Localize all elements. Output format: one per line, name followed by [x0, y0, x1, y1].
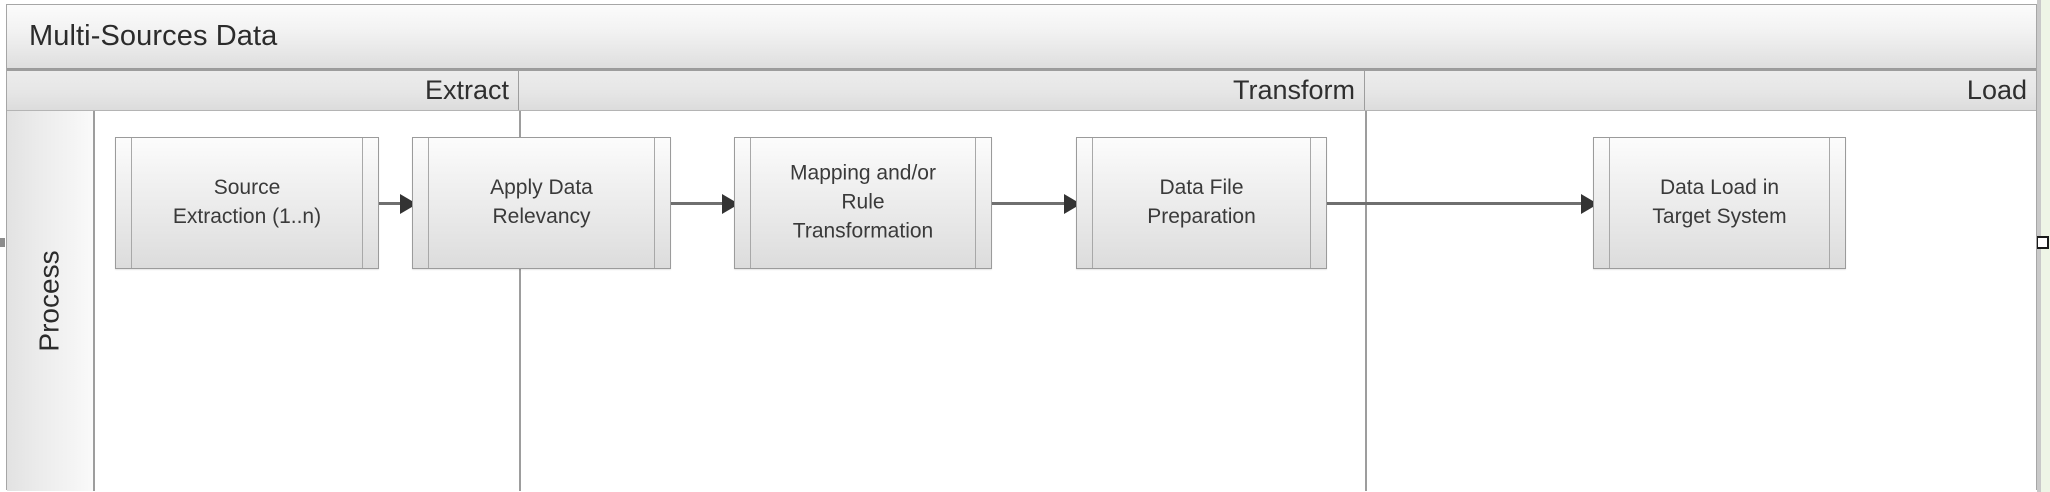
phase-label-extract: Extract [424, 75, 509, 105]
phase-header-extract[interactable]: Extract [7, 71, 519, 110]
lane-title-text: Process [34, 250, 65, 352]
process-bar-left [1092, 138, 1093, 268]
process-bar-right [1310, 138, 1311, 268]
process-bar-right [654, 138, 655, 268]
phase-divider-transform-load [1365, 111, 1367, 491]
node-label-data-file-preparation: Data File Preparation [1147, 176, 1256, 228]
connector-source-to-relevancy [379, 202, 415, 205]
node-source-extraction[interactable]: Source Extraction (1..n) [115, 137, 379, 269]
connector-relevancy-to-mapping [671, 202, 737, 205]
swimlane-pool: Multi-Sources Data Extract Transform Loa… [6, 4, 2037, 491]
node-apply-data-relevancy[interactable]: Apply Data Relevancy [412, 137, 671, 269]
phase-divider-extract-transform [519, 111, 521, 491]
process-bar-left [131, 138, 132, 268]
phase-header-load[interactable]: Load [1365, 71, 2036, 110]
process-bar-right [975, 138, 976, 268]
connector-mapping-to-preparation [992, 202, 1079, 205]
process-bar-left [428, 138, 429, 268]
pool-title-text: Multi-Sources Data [29, 20, 278, 52]
node-data-load-target-system[interactable]: Data Load in Target System [1593, 137, 1846, 269]
node-mapping-rule-transformation[interactable]: Mapping and/or Rule Transformation [734, 137, 992, 269]
node-data-file-preparation[interactable]: Data File Preparation [1076, 137, 1327, 269]
node-label-mapping-rule-transformation: Mapping and/or Rule Transformation [790, 161, 936, 243]
process-bar-left [750, 138, 751, 268]
connector-preparation-to-load [1327, 202, 1596, 205]
selection-handle-right[interactable] [2036, 236, 2049, 249]
process-bar-right [1829, 138, 1830, 268]
phase-header-transform[interactable]: Transform [519, 71, 1365, 110]
process-bar-right [362, 138, 363, 268]
node-label-data-load-target-system: Data Load in Target System [1652, 176, 1787, 228]
lane-process: Process Source Extraction (1..n) Apply D… [7, 111, 2036, 491]
lane-title-band[interactable]: Process [7, 111, 95, 491]
phase-header-strip: Extract Transform Load [7, 69, 2036, 111]
phase-label-transform: Transform [1232, 75, 1355, 105]
node-label-source-extraction: Source Extraction (1..n) [172, 176, 322, 228]
process-bar-left [1609, 138, 1610, 268]
selection-handle-left[interactable] [0, 238, 5, 247]
node-label-apply-data-relevancy: Apply Data Relevancy [490, 176, 593, 228]
phase-label-load: Load [1966, 75, 2027, 105]
pool-title-band: Multi-Sources Data [7, 5, 2036, 69]
